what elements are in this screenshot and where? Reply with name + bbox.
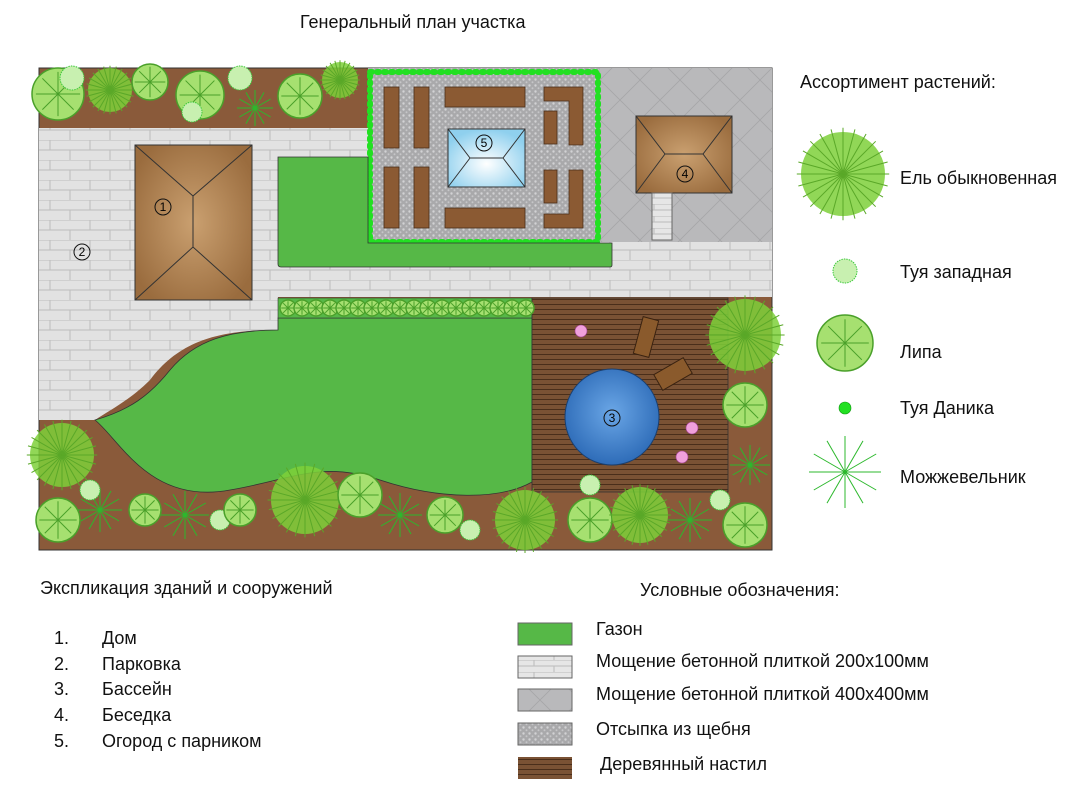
lanterns [574, 324, 699, 464]
spruce-icon [267, 462, 343, 538]
explication-label: Бассейн [102, 679, 172, 699]
linden-icon [517, 299, 535, 317]
plant-label-juniper: Можжевельник [900, 467, 1026, 487]
svg-text:1: 1 [160, 200, 167, 214]
juniper-icon [161, 491, 209, 539]
linden-icon [321, 299, 339, 317]
spruce-icon [492, 487, 558, 553]
explication-label: Огород с парником [102, 731, 262, 751]
plant-label-spruce: Ель обыкновенная [900, 168, 1057, 188]
plants-title: Ассортимент растений: [800, 72, 996, 92]
legend-label-brick: Мощение бетонной плиткой 200х100мм [596, 651, 929, 671]
gazebo [635, 115, 733, 241]
lawn-main [94, 317, 533, 496]
plan-marker-4: 4 [676, 165, 694, 183]
linden-icon [35, 497, 81, 543]
svg-text:3: 3 [609, 411, 616, 425]
juniper-icon [730, 445, 770, 485]
plan-marker-5: 5 [475, 134, 493, 152]
explication-label: Беседка [102, 705, 172, 725]
juniper-icon [809, 436, 881, 508]
greenhouse [447, 128, 526, 188]
explication-num: 1. [54, 628, 70, 648]
plan-title: Генеральный план участка [300, 12, 526, 32]
juniper-icon [237, 90, 273, 126]
explication-title: Экспликация зданий и сооружений [40, 578, 333, 598]
svg-text:2: 2 [79, 245, 86, 259]
linden-icon [363, 299, 381, 317]
thuja-western-icon [709, 489, 731, 511]
explication-label: Парковка [102, 654, 181, 674]
explication-num: 3. [54, 679, 70, 699]
linden-icon [131, 63, 169, 101]
house [134, 144, 253, 301]
explication-num: 4. [54, 705, 70, 725]
spruce-icon [85, 65, 135, 115]
linden-icon [377, 299, 395, 317]
legend-label-tile: Мощение бетонной плиткой 400х400мм [596, 684, 929, 704]
linden-icon [128, 493, 162, 527]
legend-swatches [517, 622, 573, 779]
spruce-icon [26, 419, 98, 491]
swatch-gravel [517, 722, 573, 746]
linden-icon [447, 299, 465, 317]
linden-icon [567, 497, 613, 543]
juniper-icon [378, 493, 422, 537]
plan-marker-3: 3 [603, 409, 621, 427]
thuja-western-icon [59, 65, 85, 91]
thuja-western-icon [579, 474, 601, 496]
linden-icon [405, 299, 423, 317]
explication-num: 5. [54, 731, 70, 751]
explication-label: Дом [102, 628, 137, 648]
hedge-thuja-danica [367, 69, 601, 245]
linden-icon [349, 299, 367, 317]
plant-label-thuja-western: Туя западная [900, 262, 1012, 282]
spruce-icon [705, 295, 785, 375]
linden-icon [337, 472, 383, 518]
spruce-icon [320, 60, 360, 100]
svg-text:5: 5 [481, 136, 488, 150]
plant-label-linden: Липа [900, 342, 942, 362]
swatch-tile [517, 688, 573, 712]
legend-label-deck: Деревянный настил [600, 754, 767, 774]
pool [564, 368, 660, 466]
juniper-icon [668, 498, 712, 542]
swatch-lawn [517, 622, 573, 646]
explication-num: 2. [54, 654, 70, 674]
linden-icon [426, 496, 464, 534]
plan-marker-1: 1 [154, 198, 172, 216]
lawn-upper [277, 156, 613, 268]
thuja-western-icon [227, 65, 253, 91]
legend-label-lawn: Газон [596, 619, 643, 639]
spruce-icon [609, 484, 671, 546]
plan-marker-2: 2 [73, 243, 91, 261]
linden-icon [816, 314, 874, 372]
thuja-danica-icon [838, 401, 852, 415]
svg-text:4: 4 [682, 167, 689, 181]
thuja-western-icon [79, 479, 101, 501]
gazebo-stairs [651, 192, 673, 241]
linden-icon [277, 73, 323, 119]
plants-layer [26, 60, 785, 553]
thuja-western-icon [459, 519, 481, 541]
thuja-western-icon [832, 258, 858, 284]
linden-icon [419, 299, 437, 317]
garden-beds [383, 86, 584, 229]
linden-icon [475, 299, 493, 317]
linden-icon [722, 502, 768, 548]
spruce-icon [796, 127, 890, 221]
swatch-deck [518, 757, 572, 779]
legend-title: Условные обозначения: [640, 580, 840, 600]
legend-label-gravel: Отсыпка из щебня [596, 719, 751, 739]
linden-icon [722, 382, 768, 428]
plant-label-thuja-danica: Туя Даника [900, 398, 995, 418]
linden-icon [461, 299, 479, 317]
linden-icon [223, 493, 257, 527]
thuja-western-icon [181, 101, 203, 123]
sun-loungers [632, 315, 693, 391]
swatch-brick [517, 655, 573, 679]
